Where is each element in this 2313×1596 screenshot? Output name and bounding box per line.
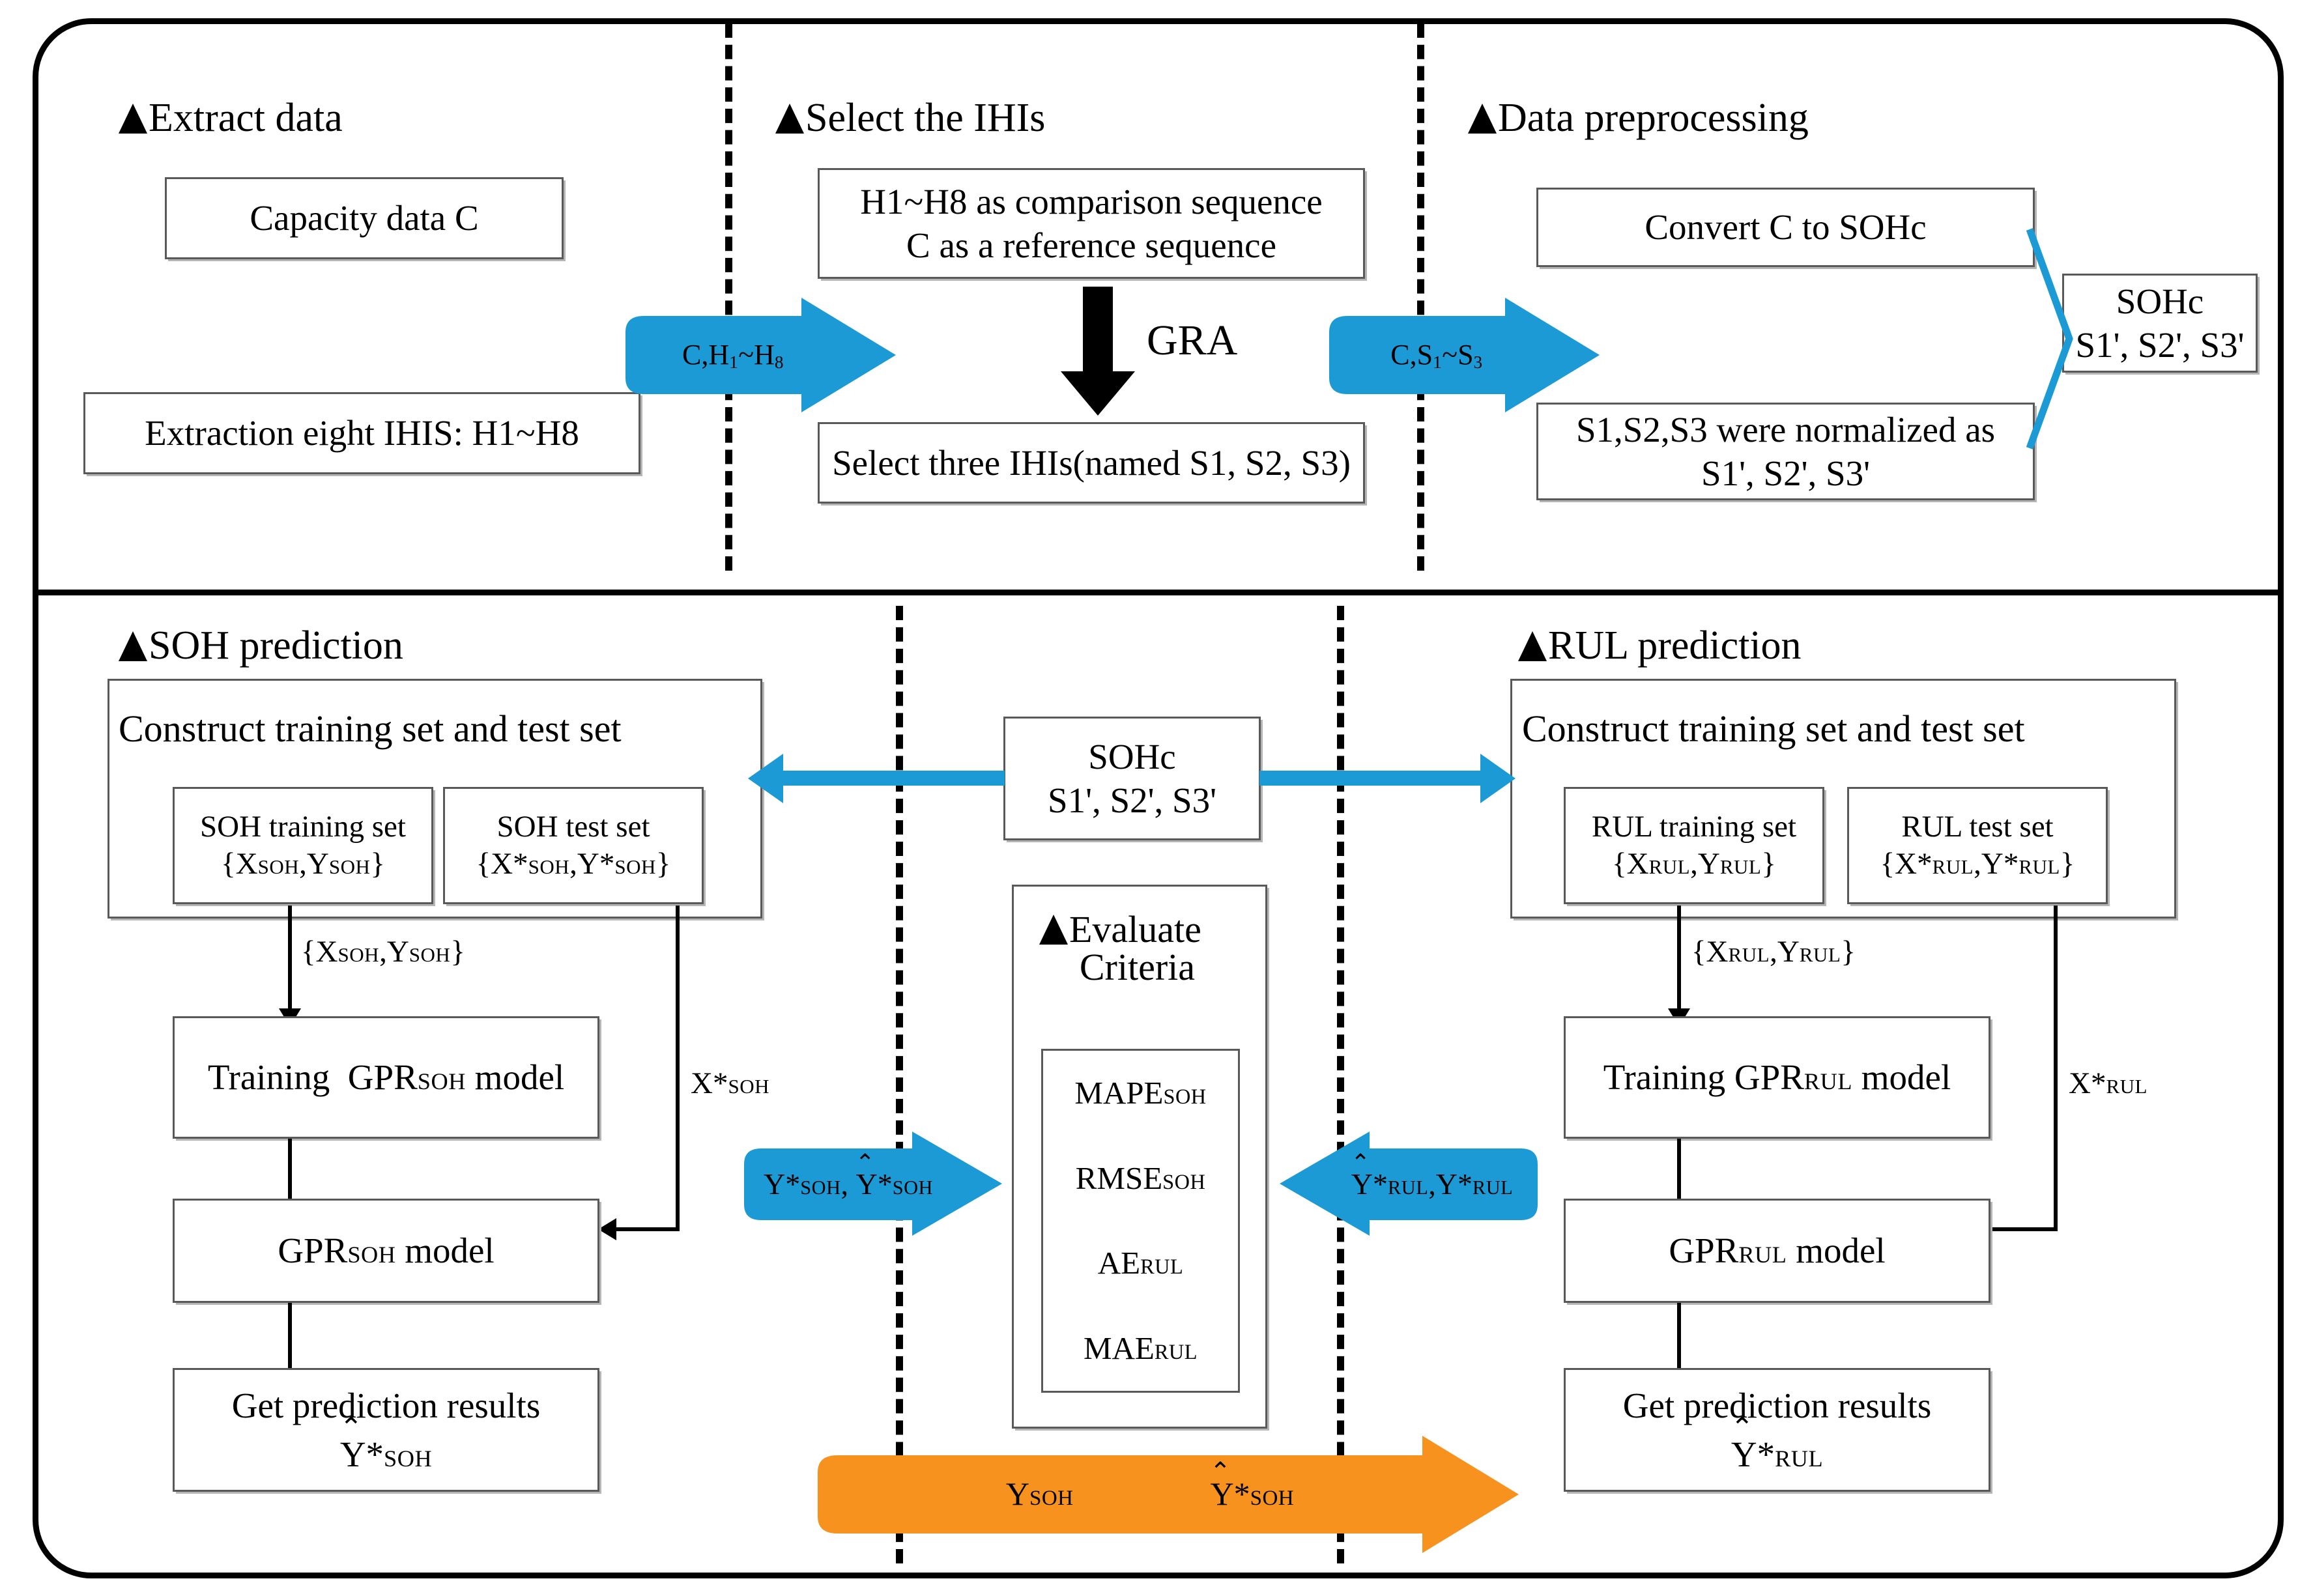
label-soh-construct: Construct training set and test set bbox=[119, 707, 622, 750]
rul-line-test-vert bbox=[2054, 905, 2058, 1231]
comparison-line-1: H1~H8 as comparison sequence bbox=[860, 181, 1323, 221]
triangle-bullet-icon bbox=[119, 104, 147, 134]
orange-arrow-soh-to-rul bbox=[818, 1436, 1519, 1553]
box-soh-training-model: Training GPRSOH model bbox=[173, 1016, 599, 1139]
rul-test-set-title: RUL test set bbox=[1901, 809, 2054, 844]
dashed-separator-bottom-1 bbox=[896, 606, 903, 1563]
rul-training-model-text: Training GPRRUL model bbox=[1603, 1057, 1951, 1098]
rul-model-text: GPRRUL model bbox=[1669, 1231, 1886, 1271]
dashed-separator-top-1 bbox=[725, 23, 732, 571]
rul-edge-label-test: X*RUL bbox=[2069, 1066, 2148, 1100]
box-soh-training-set: SOH training set {XSOH,YSOH} bbox=[173, 787, 433, 904]
soh-edge-label-train: {XSOH,YSOH} bbox=[301, 935, 465, 969]
section-title-select-ihis: Select the IHIs bbox=[775, 98, 1045, 138]
soh-line-test-vert bbox=[676, 905, 680, 1231]
soh-training-set-vars: {XSOH,YSOH} bbox=[221, 847, 385, 881]
section-title-extract-data: Extract data bbox=[119, 98, 343, 138]
triangle-bullet-icon bbox=[1518, 631, 1547, 661]
box-rul-training-set: RUL training set {XRUL,YRUL} bbox=[1564, 787, 1824, 904]
box-rul-training-model: Training GPRRUL model bbox=[1564, 1016, 1990, 1139]
sohc-center-line-2: S1', S2', S3' bbox=[1048, 780, 1216, 820]
soh-line-train-vert bbox=[288, 905, 292, 1016]
blue-arrow-to-evaluate-from-soh-label: Y*SOH, Y*SOH bbox=[751, 1154, 946, 1213]
box-normalize-s: S1,S2,S3 were normalized as S1', S2', S3… bbox=[1536, 403, 2035, 500]
soh-model-text: GPRSOH model bbox=[278, 1231, 495, 1271]
outer-frame bbox=[33, 18, 2284, 1578]
box-convert-c-to-sohc: Convert C to SOHc bbox=[1536, 188, 2035, 267]
box-soh-model: GPRSOH model bbox=[173, 1199, 599, 1303]
box-rul-test-set: RUL test set {X*RUL,Y*RUL} bbox=[1847, 787, 2108, 904]
comparison-line-2: C as a reference sequence bbox=[906, 225, 1276, 265]
rul-line-results-vert bbox=[1677, 1303, 1681, 1375]
group-evaluate-criteria bbox=[1012, 885, 1267, 1429]
soh-line-test-horiz bbox=[612, 1227, 680, 1231]
criteria-item-mae: MAERUL bbox=[1083, 1330, 1198, 1366]
soh-results-title: Get prediction results bbox=[231, 1385, 541, 1425]
rul-results-value: Y*RUL bbox=[1731, 1432, 1823, 1476]
box-comparison-sequence: H1~H8 as comparison sequence C as a refe… bbox=[818, 168, 1365, 279]
soh-arrowhead-to-model bbox=[598, 1218, 616, 1240]
blue-line-sohc-right bbox=[1259, 771, 1482, 786]
soh-test-set-vars: {X*SOH,Y*SOH} bbox=[476, 847, 671, 881]
rul-edge-label-train: {XRUL,YRUL} bbox=[1691, 935, 1856, 969]
label-rul-construct: Construct training set and test set bbox=[1522, 707, 2025, 750]
rul-line-train-vert bbox=[1677, 905, 1681, 1016]
criteria-item-rmse: RMSESOH bbox=[1075, 1160, 1206, 1196]
blue-arrow-c-h1-h8 bbox=[625, 298, 896, 412]
dashed-separator-bottom-2 bbox=[1337, 606, 1344, 1563]
triangle-bullet-icon bbox=[1039, 915, 1068, 945]
blue-arrow-c-h1-h8-label: C,H1~H8 bbox=[682, 338, 784, 372]
box-capacity-data: Capacity data C bbox=[165, 177, 564, 259]
soh-test-set-title: SOH test set bbox=[496, 809, 650, 844]
soh-training-model-text: Training GPRSOH model bbox=[207, 1057, 565, 1098]
blue-arrow-to-evaluate-from-rul bbox=[1280, 1132, 1538, 1236]
rul-line-test-horiz bbox=[1987, 1227, 2058, 1231]
rul-results-title: Get prediction results bbox=[1622, 1385, 1932, 1425]
section-title-rul-prediction: RUL prediction bbox=[1518, 625, 1802, 666]
gra-label: GRA bbox=[1147, 317, 1238, 364]
triangle-bullet-icon bbox=[119, 631, 147, 661]
horizontal-divider bbox=[33, 590, 2284, 595]
box-criteria-list: MAPESOH RMSESOH AERUL MAERUL bbox=[1041, 1049, 1240, 1393]
soh-line-model-vert bbox=[288, 1139, 292, 1209]
rul-training-set-title: RUL training set bbox=[1591, 809, 1797, 844]
normalized-line-2: S1', S2', S3' bbox=[1701, 453, 1870, 493]
box-soh-results: Get prediction results Y*SOH bbox=[173, 1368, 599, 1492]
triangle-bullet-icon bbox=[1468, 104, 1497, 134]
box-rul-model: GPRRUL model bbox=[1564, 1199, 1990, 1303]
box-extraction-ihis: Extraction eight IHIS: H1~H8 bbox=[83, 392, 640, 474]
rul-test-set-vars: {X*RUL,Y*RUL} bbox=[1880, 847, 2075, 881]
blue-arrowhead-right bbox=[1480, 754, 1516, 803]
soh-edge-label-test: X*SOH bbox=[691, 1066, 769, 1100]
criteria-item-ae: AERUL bbox=[1097, 1245, 1184, 1281]
blue-arrow-to-evaluate-from-rul-label: Y*RUL,Y*RUL bbox=[1334, 1154, 1530, 1213]
sohc-top-line-1: SOHc bbox=[2116, 281, 2204, 321]
soh-results-value: Y*SOH bbox=[340, 1432, 432, 1476]
blue-brace-connector bbox=[2026, 228, 2073, 449]
sohc-center-line-1: SOHc bbox=[1088, 736, 1176, 777]
blue-arrow-c-s1-s3 bbox=[1329, 298, 1600, 412]
rul-training-set-vars: {XRUL,YRUL} bbox=[1612, 847, 1776, 881]
normalized-line-1: S1,S2,S3 were normalized as bbox=[1575, 409, 1996, 449]
section-title-data-preprocessing: Data preprocessing bbox=[1468, 98, 1809, 138]
triangle-bullet-icon bbox=[775, 104, 804, 134]
dashed-separator-top-2 bbox=[1417, 23, 1424, 571]
soh-line-results-vert bbox=[288, 1303, 292, 1375]
blue-arrow-c-s1-s3-label: C,S1~S3 bbox=[1390, 338, 1483, 372]
orange-arrow-labels: YSOH Y*SOH bbox=[840, 1464, 1459, 1523]
box-select-three-ihis: Select three IHIs(named S1, S2, S3) bbox=[818, 422, 1365, 504]
rul-line-model-vert bbox=[1677, 1139, 1681, 1209]
section-title-soh-prediction: SOH prediction bbox=[119, 625, 403, 666]
soh-training-set-title: SOH training set bbox=[200, 809, 406, 844]
box-rul-results: Get prediction results Y*RUL bbox=[1564, 1368, 1990, 1492]
criteria-item-mape: MAPESOH bbox=[1074, 1075, 1207, 1111]
gra-down-arrow bbox=[1061, 287, 1135, 416]
label-evaluate-criteria: Evaluate Criteria bbox=[1039, 911, 1201, 986]
box-sohc-center: SOHc S1', S2', S3' bbox=[1003, 717, 1261, 840]
box-soh-test-set: SOH test set {X*SOH,Y*SOH} bbox=[443, 787, 704, 904]
blue-line-sohc-left bbox=[782, 771, 1005, 786]
blue-arrowhead-left bbox=[748, 754, 783, 803]
sohc-top-line-2: S1', S2', S3' bbox=[2075, 325, 2245, 365]
box-sohc-top: SOHc S1', S2', S3' bbox=[2062, 274, 2258, 373]
